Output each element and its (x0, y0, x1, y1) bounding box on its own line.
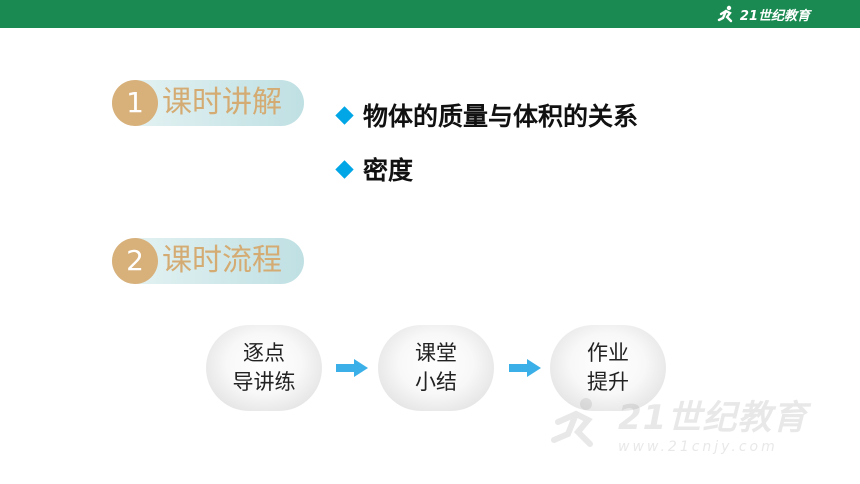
runner-watermark-icon (551, 398, 593, 447)
topic-item: 物体的质量与体积的关系 (334, 88, 638, 142)
topic-text: 密度 (363, 156, 414, 185)
topic-text: 物体的质量与体积的关系 (363, 102, 639, 131)
flow-step-line2: 提升 (587, 370, 629, 394)
section-number: 2 (112, 238, 158, 284)
watermark-url: www.21cnjy.com (618, 439, 778, 455)
flow-step-summary[interactable]: 课堂 小结 (378, 325, 494, 411)
flow-step-homework[interactable]: 作业 提升 (550, 325, 666, 411)
flow-step-line1: 作业 (587, 341, 629, 365)
section-title: 课时讲解 (162, 85, 282, 120)
brand-logo: 21世纪教育 (717, 4, 810, 24)
diamond-bullet-icon (335, 105, 354, 125)
flow-step-line2: 小结 (415, 370, 457, 394)
section-title: 课时流程 (162, 243, 282, 278)
flow-step-practice[interactable]: 逐点 导讲练 (206, 325, 322, 411)
topic-item: 密度 (334, 142, 638, 196)
diamond-bullet-icon (335, 159, 354, 179)
section-number: 1 (112, 80, 158, 126)
logo-text: 21世纪教育 (739, 8, 810, 24)
watermark: 21世纪教育 www.21cnjy.com (548, 390, 807, 455)
topic-list: 物体的质量与体积的关系 密度 (334, 88, 638, 196)
right-arrow-icon (336, 359, 368, 377)
runner-logo-icon (717, 5, 733, 23)
flow-step-line2: 导讲练 (232, 370, 296, 394)
flow-step-line1: 课堂 (415, 341, 457, 365)
watermark-text: 21世纪教育 (618, 398, 808, 438)
flow-step-line1: 逐点 (243, 341, 285, 365)
top-banner: 21世纪教育 (0, 0, 860, 28)
right-arrow-icon (509, 359, 541, 377)
